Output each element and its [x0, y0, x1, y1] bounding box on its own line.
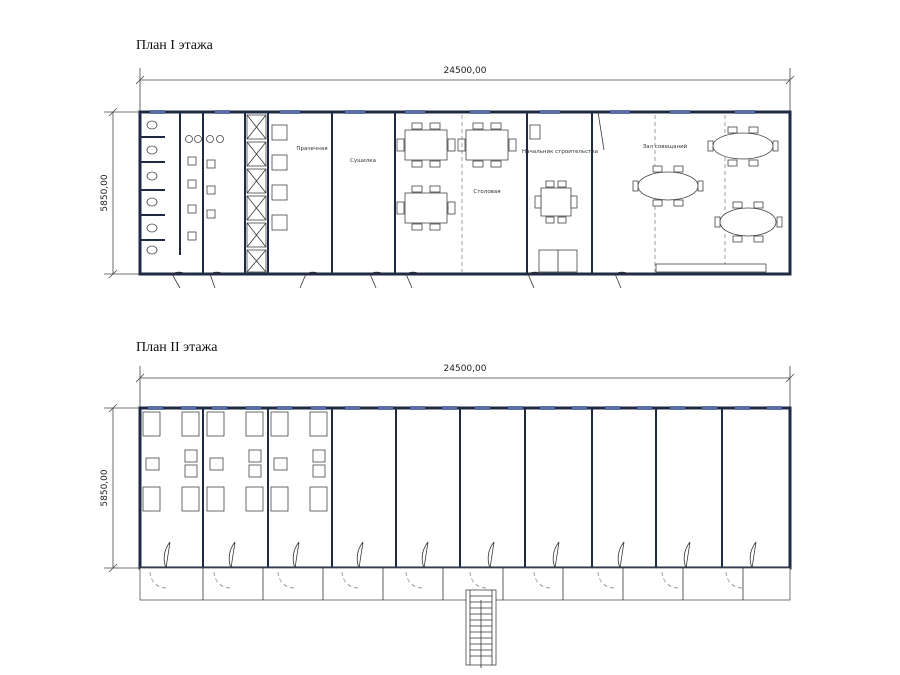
- floor2-balcony: [139, 567, 791, 601]
- floor1-outline: [138, 110, 792, 276]
- floor1-doors: [171, 271, 630, 289]
- room-label-chief: Начальник строительства: [522, 149, 598, 155]
- floor1-washbasins: [185, 135, 224, 241]
- room-label-laundry: Прачечная: [296, 146, 327, 152]
- floor1-depth-dimension: 5850,00: [100, 107, 140, 279]
- floor1-chief-furniture: [529, 124, 578, 273]
- floor2-width-dimension: 24500,00: [135, 364, 795, 408]
- floor1-toilet-cubicles: [140, 120, 165, 255]
- room-label-meeting: Зал совещаний: [643, 143, 688, 150]
- floor2-width-label: 24500,00: [444, 364, 487, 374]
- floor2-staircase: [465, 589, 497, 668]
- floor1-interior-walls: [179, 112, 593, 274]
- floor1-laundry-machines: [271, 124, 288, 231]
- floor2-title: План II этажа: [136, 340, 218, 355]
- floor1-width-label: 24500,00: [444, 66, 487, 76]
- floor2-outline: [138, 406, 792, 570]
- floor2-nightstands: [145, 449, 326, 478]
- floor2-beds: [142, 411, 328, 512]
- room-label-dining: Столовая: [473, 189, 500, 195]
- floor1-dining-tables: [396, 122, 517, 231]
- room-label-dryer: Сушилка: [350, 158, 376, 164]
- floor1-shower-cells: [246, 114, 267, 273]
- floor2-depth-dimension: 5850,00: [100, 403, 140, 573]
- floor2-doors: [163, 541, 757, 569]
- floor1-depth-label: 5850,00: [100, 174, 110, 211]
- floor2-interior-walls: [202, 408, 723, 568]
- floor1-meeting-tables: [597, 111, 783, 273]
- floor1-width-dimension: 24500,00: [135, 66, 795, 112]
- floor1-title: План I этажа: [136, 38, 214, 53]
- floor2-depth-label: 5850,00: [100, 469, 110, 506]
